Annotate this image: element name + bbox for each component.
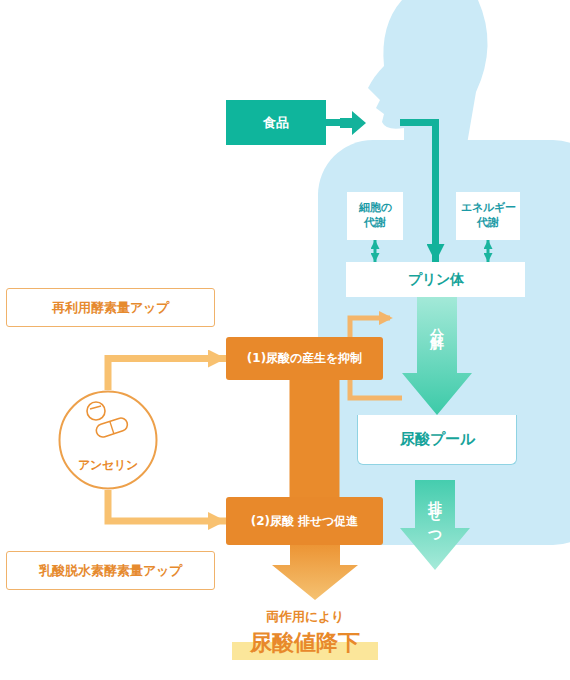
head-silhouette	[368, 0, 488, 150]
capsule-symbol	[95, 416, 129, 438]
result-caption: 両作用により	[266, 608, 344, 626]
note-box: 乳酸脱水素酵素量アップ	[6, 551, 215, 590]
connector-line	[487, 240, 490, 262]
node-text: 乳酸脱水素酵素量アップ	[39, 562, 182, 580]
circle-outline	[58, 390, 158, 490]
pool-box: 尿酸プール	[357, 415, 517, 465]
node-text: エネルギー 代謝	[456, 201, 520, 231]
result-arrow	[272, 545, 358, 600]
node-text: 再利用酵素量アップ	[52, 299, 169, 317]
edge-label: 分解	[428, 317, 446, 333]
action-box: (2)尿酸 排せつ促進	[226, 497, 383, 545]
node-text: (1)尿酸の産生を抑制	[247, 350, 362, 366]
flow-label: 排せつ	[426, 490, 444, 546]
tablet-symbol	[87, 402, 105, 420]
connector-line	[374, 240, 377, 262]
node-text: (2)尿酸 排せつ促進	[251, 513, 359, 529]
node-text: プリン体	[408, 270, 464, 289]
result-title: 尿酸値降下	[250, 628, 360, 658]
tablet-line	[90, 406, 101, 409]
connector-line	[326, 123, 436, 263]
note-box: 再利用酵素量アップ	[6, 288, 215, 327]
circle-shape	[60, 392, 157, 489]
connector-line	[108, 359, 226, 391]
connector-line	[108, 490, 226, 521]
supplement-icon	[87, 402, 129, 439]
intake-arrow	[340, 111, 366, 135]
node-text: アンセリン	[78, 457, 138, 473]
ingredient-circle: アンセリン	[58, 390, 158, 490]
connector-line	[290, 380, 340, 497]
capsule-line	[110, 421, 114, 433]
substance-box: プリン体	[346, 262, 525, 297]
process-box: 細胞の 代謝	[347, 192, 403, 240]
process-box: エネルギー 代謝	[456, 192, 520, 240]
flow-arrow	[402, 297, 472, 415]
action-box: (1)尿酸の産生を抑制	[226, 337, 383, 380]
excretion-arrow	[400, 480, 470, 570]
node-text: 細胞の 代謝	[347, 201, 403, 231]
node-text: 食品	[263, 114, 289, 132]
input-box: 食品	[226, 100, 326, 145]
node-text: 尿酸プール	[400, 429, 475, 449]
